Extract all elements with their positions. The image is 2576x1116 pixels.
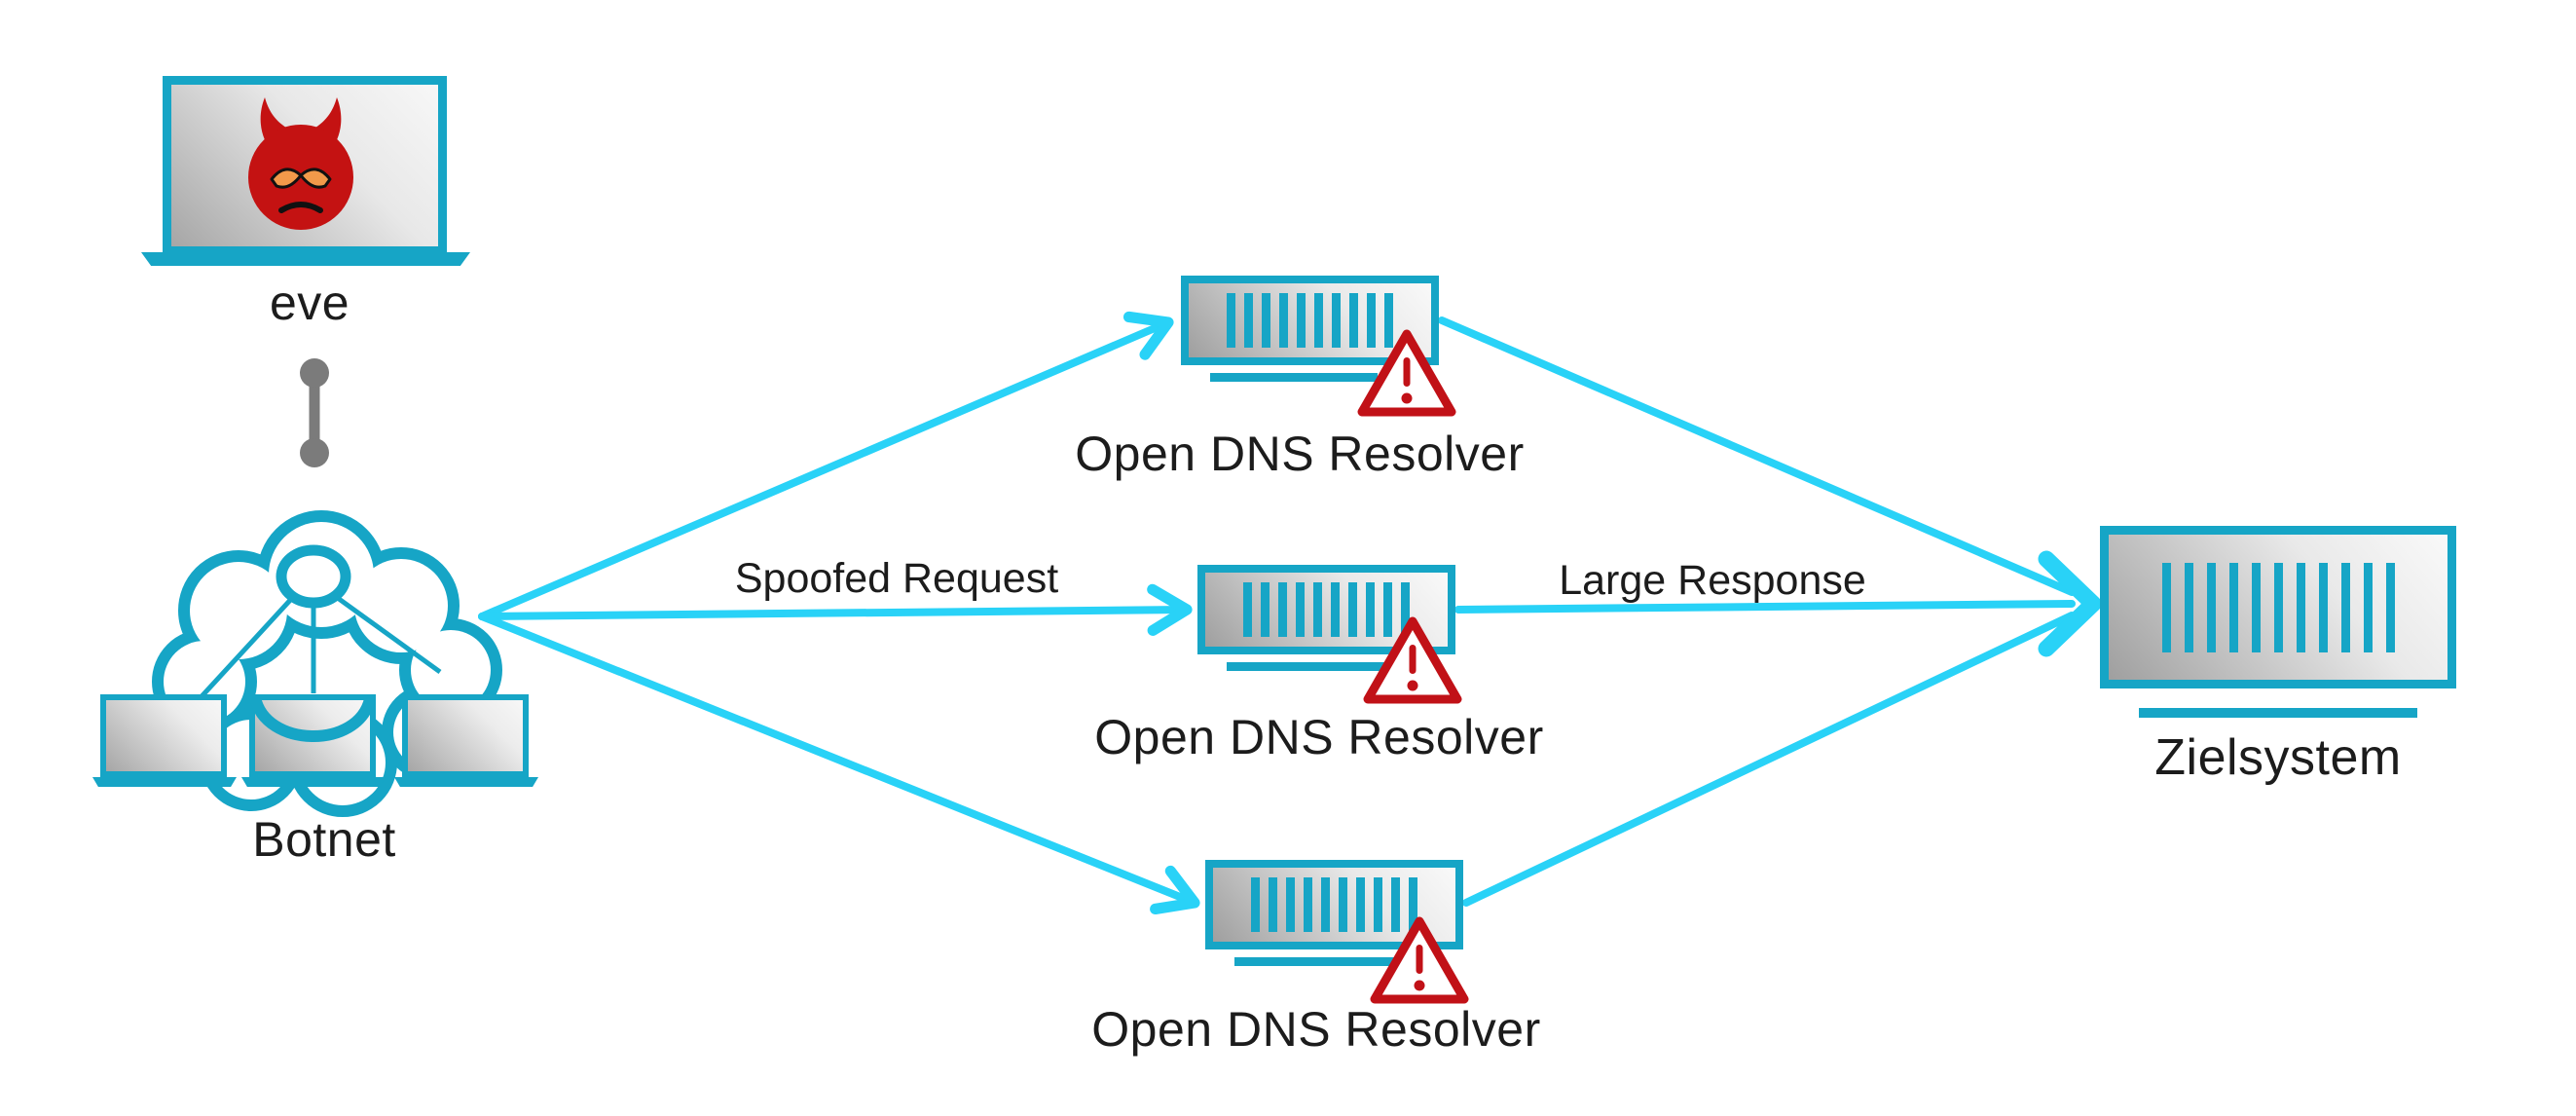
bot-laptop-3-base [394, 777, 538, 787]
devil-face-icon [248, 97, 353, 230]
bot-laptop-2-base [241, 777, 386, 787]
bot-laptop-1 [100, 694, 227, 777]
arrow-response-top [1438, 316, 2076, 596]
server-icon-vents [1227, 293, 1393, 348]
resolver-node-top [1181, 276, 1439, 365]
warning-triangle-icon [1370, 916, 1469, 1004]
attacker-laptop-base [141, 252, 470, 266]
warning-triangle-icon [1357, 329, 1456, 417]
bot-laptop-3 [402, 694, 529, 777]
botnet-hub [276, 544, 351, 609]
arrow-response-middle [1454, 600, 2076, 614]
edge-label-spoofed-request: Spoofed Request [734, 555, 1059, 602]
server-icon-vents [1243, 582, 1410, 637]
resolver-label-middle: Open DNS Resolver [1094, 710, 1544, 764]
target-shadow [2139, 708, 2417, 718]
arrow-request-middle [478, 583, 1193, 636]
bot-laptop-1-base [92, 777, 237, 787]
resolver-label-top: Open DNS Resolver [1075, 427, 1525, 481]
attacker-botnet-connector [300, 358, 329, 467]
botnet-label: Botnet [252, 812, 396, 867]
arrowhead-into-target [2038, 550, 2102, 657]
arrow-response-bottom [1462, 612, 2076, 907]
resolver-top-shadow [1210, 373, 1378, 382]
botnet-spoke-right [333, 593, 442, 675]
server-icon-vents [1251, 877, 1417, 932]
resolver-label-bottom: Open DNS Resolver [1091, 1002, 1541, 1057]
edge-label-large-response: Large Response [1559, 557, 1866, 604]
target-node [2100, 526, 2456, 688]
warning-triangle-icon [1363, 616, 1462, 704]
resolver-bottom-shadow [1234, 957, 1402, 966]
arrow-request-bottom [478, 613, 1200, 915]
attacker-label: eve [269, 276, 350, 330]
arrow-request-top [478, 311, 1174, 620]
resolver-node-middle [1197, 565, 1455, 654]
target-label: Zielsystem [2154, 729, 2402, 786]
server-icon-vents [2161, 562, 2395, 652]
bot-laptop-2 [249, 694, 376, 777]
resolver-middle-shadow [1227, 662, 1394, 671]
